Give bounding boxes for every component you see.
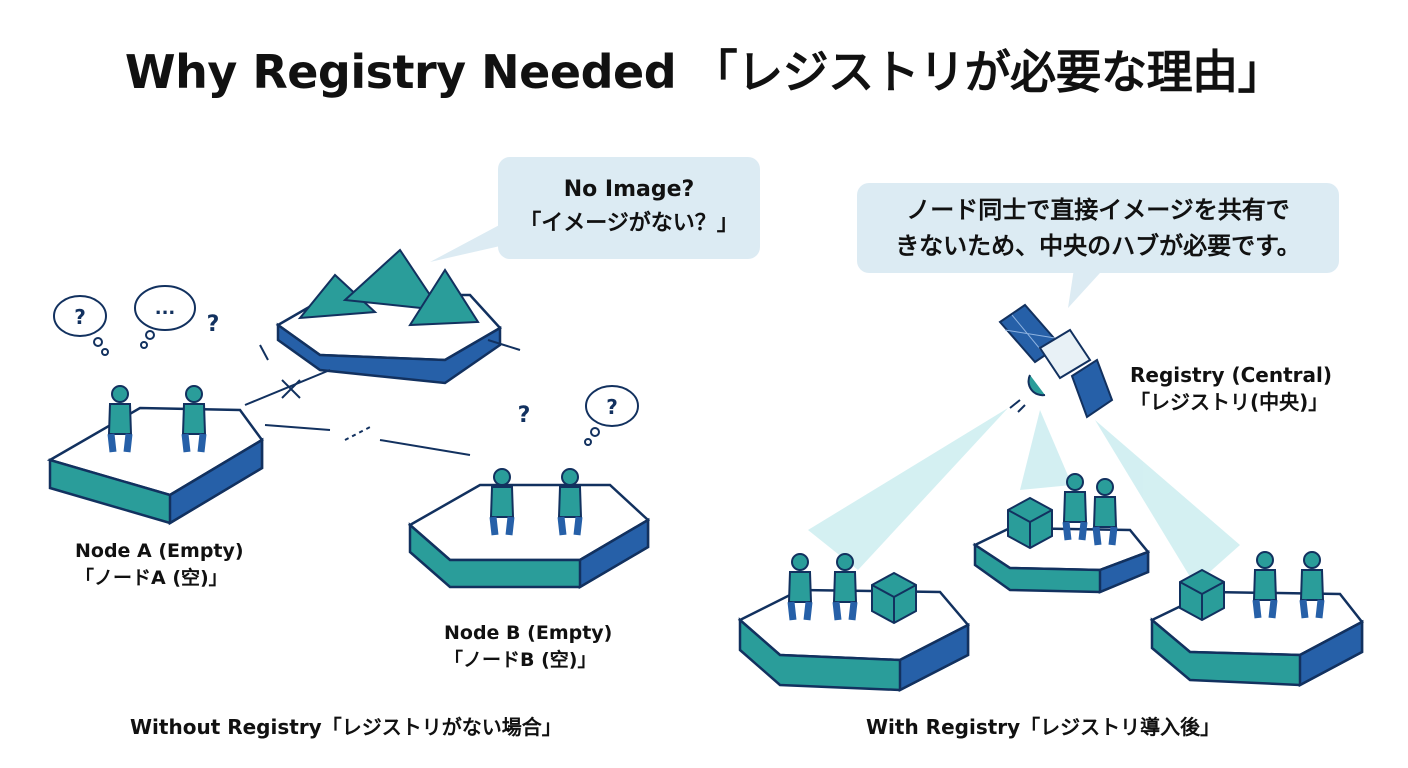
node-b-platform [407, 483, 651, 590]
left-speech-bubble: No Image? 「イメージがない？」 [498, 157, 760, 259]
thought-mark-5: ? [606, 395, 618, 419]
node-a-label: Node A (Empty) 「ノードA (空)」 [75, 538, 244, 592]
node-a-label-en: Node A (Empty) [75, 540, 244, 562]
node-3-box-icon [1179, 569, 1225, 621]
right-bubble-tail [1068, 262, 1110, 308]
thought-mark-3: ? [207, 312, 220, 337]
node-a-label-ja: 「ノードA (空)」 [75, 567, 228, 589]
node-1-box-icon [871, 572, 917, 624]
registry-label-ja: 「レジストリ(中央)」 [1130, 390, 1329, 414]
left-bubble-line-1: No Image? [563, 177, 695, 202]
page-title: Why Registry Needed 「レジストリが必要な理由」 [124, 45, 1284, 99]
right-speech-bubble: ノード同士で直接イメージを共有で きないため、中央のハブが必要です。 [857, 183, 1339, 273]
left-bubble-line-2: 「イメージがない？」 [519, 211, 739, 236]
thought-mark-1: ? [74, 305, 86, 329]
thought-mark-2: ... [155, 298, 176, 319]
node-a-platform [46, 406, 264, 526]
image-island [275, 248, 502, 385]
right-bubble-line-1: ノード同士で直接イメージを共有で [906, 196, 1290, 224]
node-b-label-ja: 「ノードB (空)」 [444, 649, 597, 671]
node-2-box-icon [1007, 497, 1053, 549]
thought-clouds [53, 285, 639, 446]
broken-link-lines [244, 339, 521, 456]
right-caption: With Registry「レジストリ導入後」 [866, 715, 1221, 739]
thought-mark-4: ? [518, 403, 531, 428]
node-b-label-en: Node B (Empty) [444, 622, 613, 644]
registry-beams [808, 408, 1240, 585]
node-b-label: Node B (Empty) 「ノードB (空)」 [444, 620, 612, 674]
registry-label-en: Registry (Central) [1130, 363, 1333, 387]
left-caption: Without Registry「レジストリがない場合」 [130, 715, 562, 739]
node-2-platform [972, 526, 1151, 594]
right-bubble-line-2: きないため、中央のハブが必要です。 [895, 232, 1301, 260]
registry-label: Registry (Central) 「レジストリ(中央)」 [1130, 362, 1332, 416]
thought-marks: ? ... ? ? ? [74, 298, 618, 428]
satellite-icon [998, 303, 1114, 419]
